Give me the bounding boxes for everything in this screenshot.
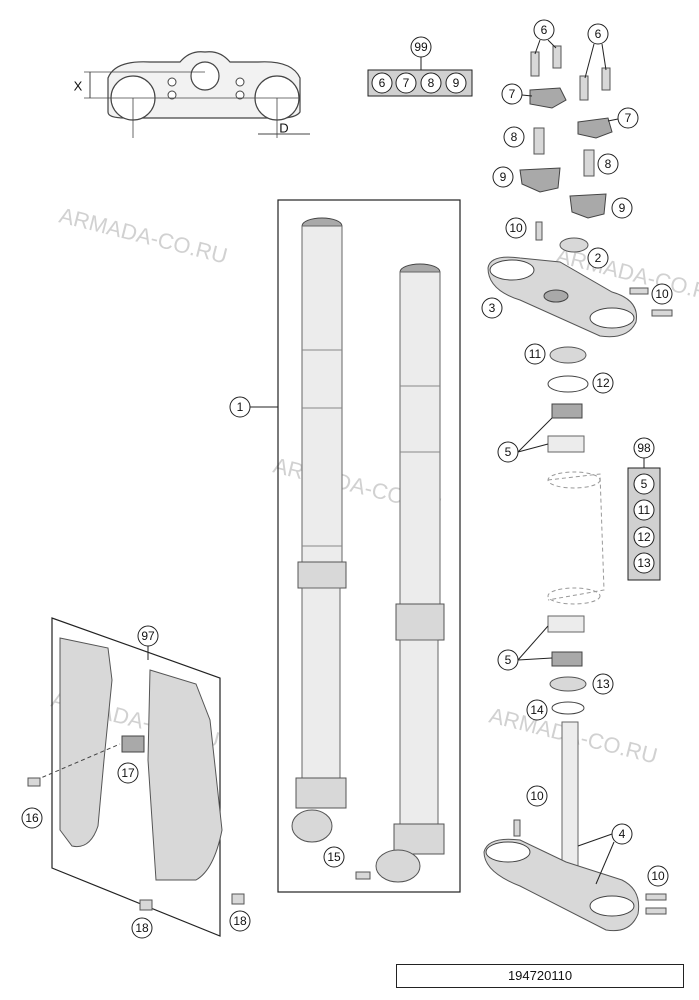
collar-screw-15 [355, 871, 371, 880]
dimension-d-label: D [279, 121, 288, 136]
fork-leg-left [291, 217, 347, 843]
callout-12[interactable]: 12 [596, 376, 610, 390]
callout-5-lower[interactable]: 5 [505, 653, 512, 667]
document-number: 194720110 [507, 968, 573, 983]
fork-leg-right [375, 263, 445, 883]
callout-18-right[interactable]: 18 [233, 914, 247, 928]
kit-98-item[interactable]: 11 [638, 503, 651, 517]
fork-leg-frame [277, 199, 461, 893]
screws-10-stem-right [645, 893, 667, 915]
callout-5-upper[interactable]: 5 [505, 445, 512, 459]
callout-16[interactable]: 16 [25, 811, 39, 825]
bearing-5-upper [547, 403, 585, 453]
document-number-box: 194720110 [396, 964, 684, 988]
damper-9-left [519, 167, 561, 193]
callout-11[interactable]: 11 [529, 347, 542, 361]
steering-head-ghost [547, 471, 605, 605]
callout-18-left[interactable]: 18 [135, 921, 149, 935]
screws-10-upper-clamp [629, 287, 673, 317]
seal-ring-11 [549, 346, 587, 364]
callout-8-right[interactable]: 8 [605, 157, 612, 171]
callout-3[interactable]: 3 [489, 301, 496, 315]
guard-bolt-18-left [139, 899, 153, 911]
callout-9-left[interactable]: 9 [500, 170, 507, 184]
callout-8-left[interactable]: 8 [511, 130, 518, 144]
clamp-7-left [529, 87, 567, 109]
callout-97[interactable]: 97 [141, 629, 155, 643]
watermark-top: ARMADA-CO.RU [57, 203, 230, 269]
screws-6 [530, 45, 611, 101]
callout-98[interactable]: 98 [637, 441, 651, 455]
callout-15[interactable]: 15 [327, 850, 341, 864]
kit-98-items: 5 11 12 13 [633, 473, 655, 574]
upper-triple-clamp-3 [487, 256, 637, 338]
bearing-5-lower [547, 615, 585, 667]
callout-1[interactable]: 1 [237, 400, 244, 414]
kit-99-items: 6 7 8 9 [371, 72, 467, 94]
callout-17[interactable]: 17 [121, 766, 135, 780]
callout-14[interactable]: 14 [530, 703, 544, 717]
kit-99-item[interactable]: 9 [453, 76, 460, 90]
callout-6-right[interactable]: 6 [595, 27, 602, 41]
kit-99-item[interactable]: 8 [428, 76, 435, 90]
clamp-dimension-drawing [84, 51, 310, 138]
kit-98-item[interactable]: 12 [637, 530, 651, 544]
callout-10-stem-right[interactable]: 10 [651, 869, 665, 883]
o-ring-12 [547, 375, 589, 393]
bushing-8-left [533, 127, 545, 155]
callout-2[interactable]: 2 [595, 251, 602, 265]
dimension-x-label: X [74, 79, 83, 94]
damper-9-right [569, 193, 607, 219]
bolt-2 [559, 237, 589, 253]
callout-4[interactable]: 4 [619, 827, 626, 841]
fork-protector-right [147, 669, 223, 881]
screw-10-top [535, 221, 543, 241]
seal-13 [549, 676, 587, 692]
callout-6-left[interactable]: 6 [541, 23, 548, 37]
kit-99-item[interactable]: 7 [403, 76, 410, 90]
callout-10-top[interactable]: 10 [509, 221, 523, 235]
callout-10-upper-clamp[interactable]: 10 [655, 287, 669, 301]
kit-99-item[interactable]: 6 [379, 76, 386, 90]
clamp-7-right [577, 117, 613, 139]
fork-protector-left [59, 637, 113, 848]
bushing-8-right [583, 149, 595, 177]
fork-protector-frame [51, 617, 221, 937]
callout-9-right[interactable]: 9 [619, 201, 626, 215]
callout-7-left[interactable]: 7 [509, 87, 516, 101]
callout-99[interactable]: 99 [414, 40, 428, 54]
kit-98-item[interactable]: 13 [637, 556, 651, 570]
guard-clip-17 [121, 735, 145, 753]
washer-14 [551, 701, 585, 715]
callout-10-stem-left[interactable]: 10 [530, 789, 544, 803]
kit-98-item[interactable]: 5 [641, 477, 648, 491]
guard-bolt-18-right [231, 893, 245, 905]
steering-stem-4 [483, 721, 640, 932]
guard-screw-16 [27, 777, 41, 787]
callout-7-right[interactable]: 7 [625, 111, 632, 125]
callout-13[interactable]: 13 [596, 677, 610, 691]
screw-10-stem-left [513, 819, 521, 837]
